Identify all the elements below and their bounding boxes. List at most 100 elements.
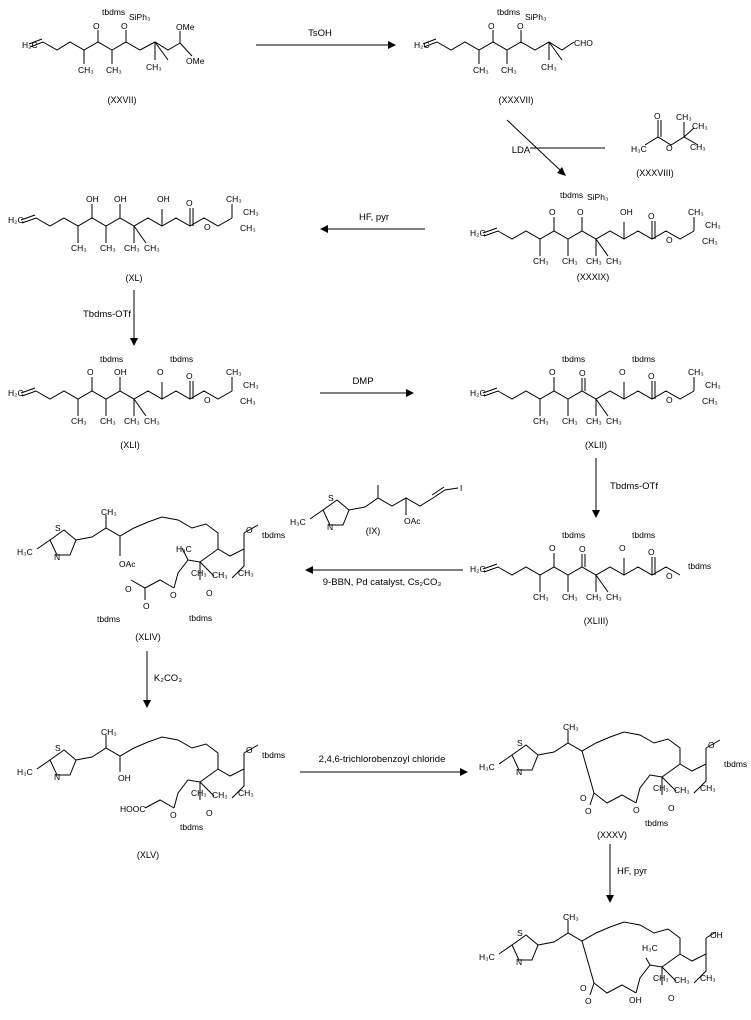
compound-label-xlv: (XLV) (137, 850, 159, 860)
reagent-step1: TsOH (308, 28, 332, 39)
oh-label: OH (710, 930, 723, 940)
ome-label: OMe (176, 22, 195, 32)
oh-label: OH (620, 207, 633, 217)
h3c-label: H₃C (631, 144, 647, 154)
arrow-step2-head (557, 167, 566, 176)
o-label: O (579, 544, 586, 554)
oh-label: OH (114, 367, 127, 377)
ch3-label: CH₃ (705, 220, 721, 230)
compound-xxvii: H₂C O tbdms O SiPh₃ CH₃ CH₃ CH₃ OMe OMe … (22, 7, 205, 105)
siph3-label: SiPh₃ (129, 12, 150, 22)
n-label: N (327, 522, 333, 532)
h2c-label: H₂C (414, 40, 430, 50)
ch3-label: CH₃ (606, 416, 622, 426)
o-label: O (157, 367, 164, 377)
o-label: O (170, 810, 177, 820)
ch3-label: CH₃ (690, 142, 706, 152)
o-label: O (549, 367, 556, 377)
o-label: O (143, 601, 150, 611)
o-label: O (585, 806, 592, 816)
compound-xlv: S N H₃C CH₃ OH O tbdms CH₃ CH₃ O CH₃ HOO… (17, 727, 285, 860)
o-label: O (666, 143, 673, 153)
s-label: S (517, 928, 523, 938)
tbdms-label: tbdms (100, 354, 123, 364)
reagent-step6: Tbdms-OTf (610, 481, 658, 492)
ch3-label: CH₃ (146, 62, 162, 72)
tbdms-label: tbdms (97, 614, 120, 624)
ch3-label: CH₃ (674, 785, 690, 795)
compound-xli: H₂C O tbdms OH O tbdms O O CH₃ CH₃ CH₃ C… (8, 354, 259, 450)
ome-label: OMe (186, 56, 205, 66)
ch3-label: CH₃ (705, 380, 721, 390)
ch3-label: CH₃ (243, 207, 259, 217)
o-label: O (619, 543, 626, 553)
h2c-label: H₂C (470, 564, 486, 574)
h3c-label: H₃C (17, 547, 33, 557)
o-label: O (186, 371, 193, 381)
ch3-label: CH₃ (606, 256, 622, 266)
ch3-label: CH₃ (71, 243, 87, 253)
reagent-step10: HF, pyr (617, 866, 647, 877)
siph3-label: SiPh₃ (587, 192, 608, 202)
ch3-label: CH₃ (676, 112, 692, 122)
ch3-label: CH₃ (100, 243, 116, 253)
o-label: O (668, 803, 675, 813)
h3c-label: H₃C (290, 517, 306, 527)
ch3-label: CH₃ (144, 416, 160, 426)
h2c-label: H₂C (8, 215, 24, 225)
h3c-label: H₃C (17, 767, 33, 777)
ch3-label: CH₃ (562, 256, 578, 266)
ch3-label: CH₃ (124, 243, 140, 253)
o-label: O (170, 590, 177, 600)
reagent-labels: TsOH LDA HF, pyr Tbdms-OTf DMP Tbdms-OTf… (83, 28, 658, 877)
o-label: O (666, 571, 673, 581)
ch3-label: CH₃ (101, 507, 117, 517)
oh-label: OH (118, 773, 131, 783)
ch3-label: CH₃ (473, 65, 489, 75)
tbdms-label: tbdms (632, 530, 655, 540)
tbdms-label: tbdms (560, 190, 583, 200)
compound-xxxix: H₂C O tbdms O SiPh₃ OH O O CH₃ CH₃ CH₃ C… (470, 190, 721, 282)
ch3-label: CH₃ (562, 416, 578, 426)
ch3-label: CH₃ (238, 788, 254, 798)
i-label: I (460, 483, 462, 493)
o-label: O (204, 395, 211, 405)
ch3-label: CH₃ (501, 65, 517, 75)
o-label: O (648, 547, 655, 557)
compound-label-xlii: (XLII) (585, 440, 607, 450)
o-label: O (87, 367, 94, 377)
compound-label-xxxv: (XXXV) (597, 830, 627, 840)
o-label: O (125, 584, 132, 594)
ch3-label: CH₃ (212, 790, 228, 800)
ch3-label: CH₃ (243, 380, 259, 390)
tbdms-label: tbdms (262, 750, 285, 760)
o-label: O (580, 793, 587, 803)
ch3-label: CH₃ (124, 416, 140, 426)
ch3-label: CH₃ (586, 256, 602, 266)
ch3-label: CH₃ (586, 592, 602, 602)
o-label: O (648, 211, 655, 221)
ch3-label: CH₃ (226, 367, 242, 377)
o-label: O (579, 368, 586, 378)
compound-label-xxxix: (XXXIX) (577, 272, 610, 282)
o-label: O (204, 222, 211, 232)
arrow-step2 (506, 119, 561, 171)
h3c-label: H₃C (642, 943, 658, 953)
o-label: O (648, 371, 655, 381)
ch3-label: CH₃ (702, 396, 718, 406)
tbdms-label: tbdms (102, 7, 125, 17)
ch3-label: CH₃ (212, 570, 228, 580)
o-label: O (488, 21, 495, 31)
reagent-step7: 9-BBN, Pd catalyst, Cs₂CO₃ (323, 577, 442, 588)
compound-label-xliv: (XLIV) (135, 632, 161, 642)
ch3-label: CH₃ (674, 975, 690, 985)
ch3-label: CH₃ (191, 788, 207, 798)
reagent-step3: HF, pyr (359, 212, 389, 223)
o-label: O (668, 993, 675, 1003)
tbdms-label: tbdms (262, 530, 285, 540)
ch3-label: CH₃ (562, 592, 578, 602)
s-label: S (517, 738, 523, 748)
oh-label: OH (86, 194, 99, 204)
h2c-label: H₂C (8, 388, 24, 398)
